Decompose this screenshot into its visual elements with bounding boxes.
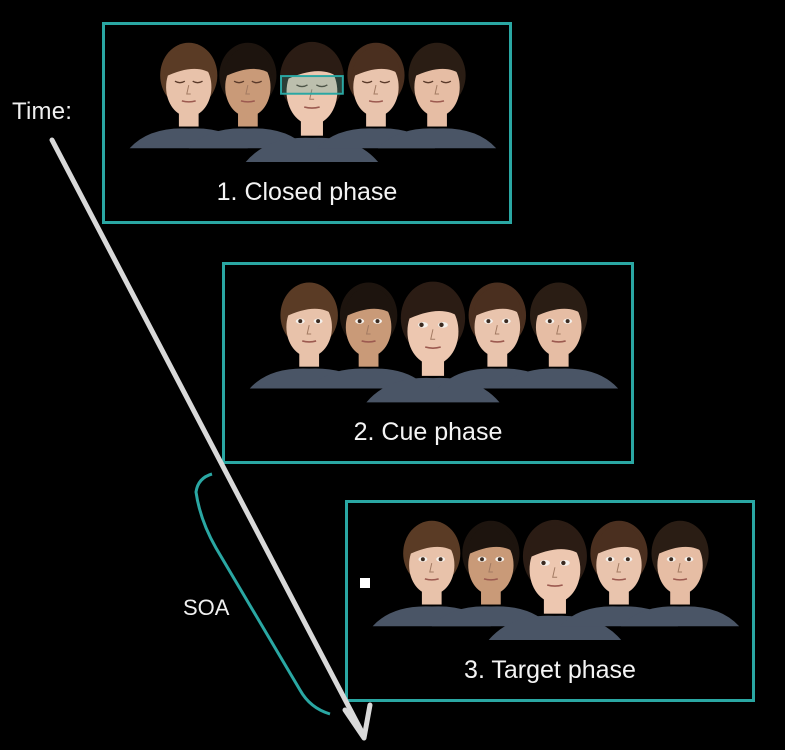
face xyxy=(377,42,497,149)
closed-phase-panel: 1. Closed phase xyxy=(102,22,512,224)
eye-region-highlight xyxy=(280,75,344,95)
face xyxy=(309,282,428,389)
fixation-square xyxy=(360,578,370,588)
shirt xyxy=(499,368,619,389)
target-phase-panel: 3. Target phase xyxy=(345,500,755,702)
time-arrowhead xyxy=(342,702,373,741)
soa-bracket xyxy=(194,472,331,716)
cue-phase-panel: 2. Cue phase xyxy=(222,262,634,464)
closed-phase-caption: 1. Closed phase xyxy=(216,178,398,206)
target-phase-caption: 3. Target phase xyxy=(464,656,636,684)
time-label: Time: xyxy=(12,98,73,125)
faces-row-target xyxy=(372,519,740,641)
face xyxy=(499,282,619,389)
time-arrow-line xyxy=(49,137,365,735)
cue-phase-caption: 2. Cue phase xyxy=(353,418,503,446)
soa-label: SOA xyxy=(183,595,230,620)
face xyxy=(129,42,248,149)
shirt xyxy=(620,606,740,627)
shirt xyxy=(377,128,497,149)
face xyxy=(188,42,307,149)
faces-row-cue xyxy=(249,281,619,403)
face xyxy=(620,520,740,627)
faces-row-closed xyxy=(129,41,497,163)
